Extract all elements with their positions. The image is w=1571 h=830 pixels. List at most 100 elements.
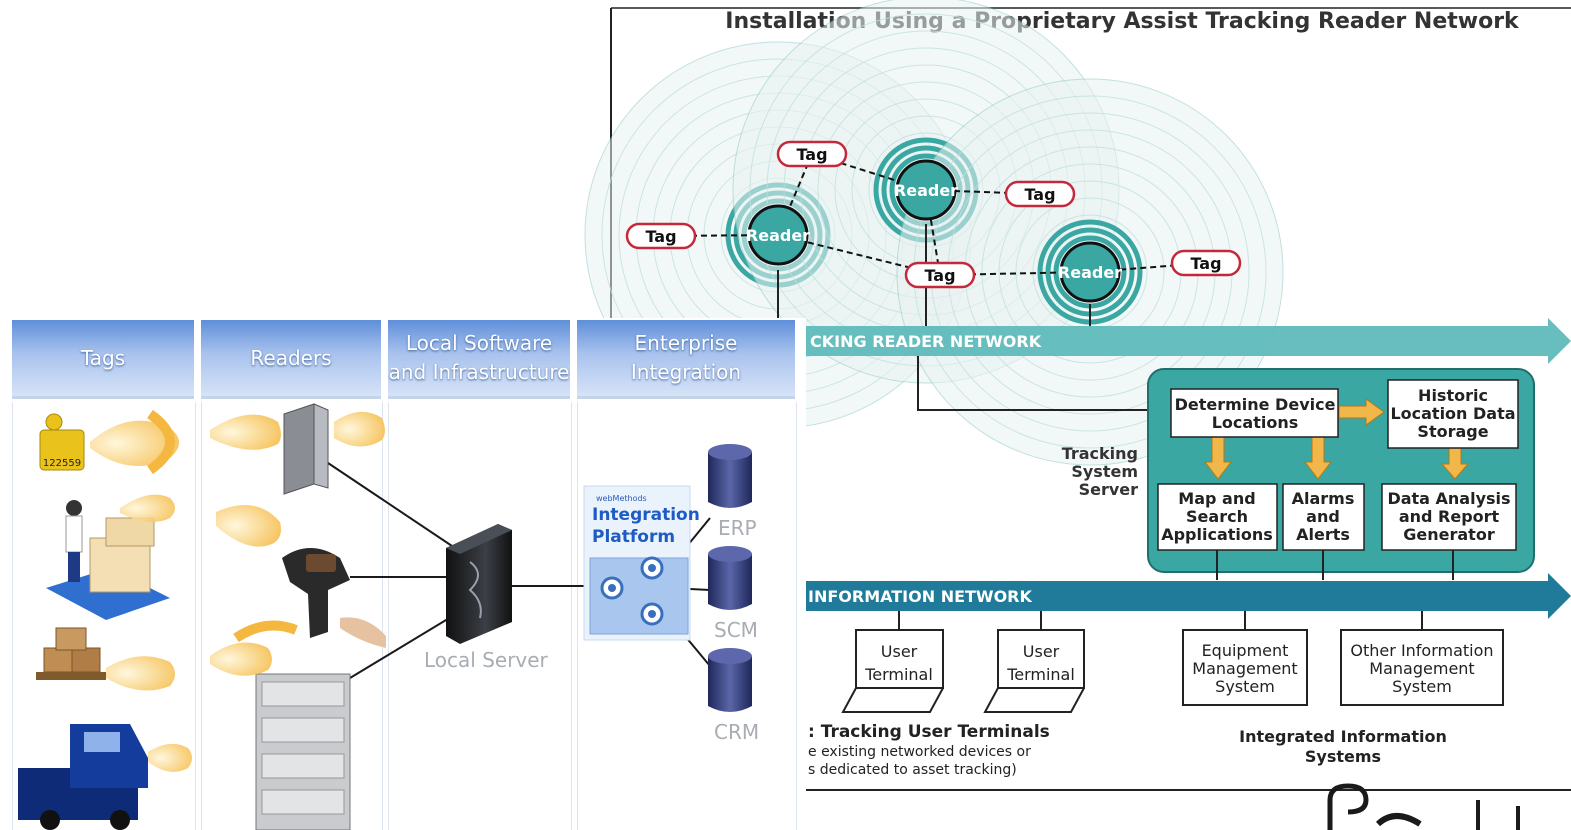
other-information-system: Other Information Management System (1340, 629, 1504, 706)
reader-circle-2 (895, 159, 957, 221)
user-terminal-1-line-2: Terminal (864, 665, 933, 684)
user-terminal-1: User Terminal (841, 629, 944, 713)
column-title-enterprise-1: Enterprise (634, 331, 738, 355)
tag-label-5: Tag (1190, 254, 1221, 273)
determine-locations-box (1170, 388, 1339, 438)
tracking-server-label: Tracking System Server (1062, 444, 1138, 499)
reader-network-label: CKING READER NETWORK (810, 332, 1042, 351)
tag-label-3: Tag (1024, 185, 1055, 204)
information-network-arrow (806, 573, 1571, 619)
tag-pill-2 (776, 140, 848, 168)
reader-label-3: Reader (1058, 263, 1122, 282)
tag-waves-1 (90, 409, 179, 475)
tag-pill-1 (625, 222, 697, 250)
equipment-line-2: Management (1192, 659, 1297, 678)
bottom-captions: : Tracking User Terminals e existing net… (808, 722, 1447, 778)
network-to-server-line (917, 356, 1150, 411)
integrated-caption-line-1: Integrated Information (1239, 727, 1447, 746)
arrow-to-map (1203, 436, 1233, 480)
tag-pill-5 (1170, 249, 1242, 277)
historic-line-1: Historic (1418, 386, 1488, 405)
worker-with-pallet (46, 494, 175, 620)
reader-circle-1 (747, 204, 809, 266)
yellow-ear-tag: 122559 (39, 413, 85, 471)
tag-label-1: Tag (645, 227, 676, 246)
integration-brand: webMethods (596, 494, 647, 503)
reader-node-1: Reader (746, 204, 810, 266)
other-system-line-2: Management (1369, 659, 1474, 678)
equipment-line-3: System (1215, 677, 1275, 696)
column-header-tags: Tags (12, 320, 194, 399)
column-title-local-software-2: and Infrastructure (388, 360, 570, 384)
other-system-line-1: Other Information (1350, 641, 1493, 660)
map-line-3: Applications (1161, 525, 1273, 544)
user-terminal-2-line-1: User (1023, 642, 1060, 661)
terminals-caption-title: : Tracking User Terminals (808, 722, 1050, 742)
arrow-to-analysis (1440, 447, 1470, 480)
tag-label-2: Tag (796, 145, 827, 164)
analysis-report-box (1381, 483, 1517, 551)
database-label-scm: SCM (714, 618, 758, 642)
handheld-scanner (216, 504, 386, 648)
tag-pill-4 (904, 261, 976, 289)
local-server-icon (446, 524, 512, 644)
shelf-reader (210, 620, 351, 830)
tag-node-3: Tag (1004, 180, 1076, 208)
terminals-caption-line-1: e existing networked devices or (808, 744, 1031, 760)
alarms-line-3: Alerts (1296, 525, 1350, 544)
column-header-readers: Readers (201, 320, 381, 399)
boxes-pallet (36, 627, 175, 691)
alarms-line-1: Alarms (1292, 489, 1355, 508)
integrated-caption-line-2: Systems (1305, 747, 1381, 766)
column-header-enterprise: Enterprise Integration (577, 320, 795, 399)
tag-label-4: Tag (924, 266, 955, 285)
map-line-1: Map and (1178, 489, 1255, 508)
analysis-line-1: Data Analysis (1387, 489, 1510, 508)
portal-reader (210, 403, 385, 495)
terminals-caption-line-2: s dedicated to asset tracking) (808, 762, 1017, 778)
rfid-illustration: 122559 (18, 403, 752, 830)
reader-label-1: Reader (746, 226, 810, 245)
reader-network-arrow (806, 318, 1571, 364)
determine-line-1: Determine Device (1175, 395, 1336, 414)
database-erp (708, 444, 752, 508)
user-terminals: User Terminal User Terminal Equipment Ma… (841, 629, 1504, 713)
server-process-boxes: Determine Device Locations Historic Loca… (1157, 379, 1519, 551)
database-label-crm: CRM (714, 720, 760, 744)
tag-node-1: Tag (625, 222, 697, 250)
analysis-line-3: Generator (1403, 525, 1495, 544)
alarms-line-2: and (1306, 507, 1340, 526)
reader-circle-3 (1059, 241, 1121, 303)
column-title-readers: Readers (250, 345, 332, 370)
equipment-management-system: Equipment Management System (1182, 629, 1308, 706)
column-header-local-software: Local Software and Infrastructure (388, 320, 570, 399)
user-terminal-2: User Terminal (983, 629, 1085, 713)
user-terminal-2-line-2: Terminal (1006, 665, 1075, 684)
user-terminal-1-line-1: User (881, 642, 918, 661)
tag-node-2: Tag (776, 140, 848, 168)
historic-line-2: Location Data (1390, 404, 1515, 423)
server-output-lines (1216, 550, 1454, 580)
integration-line-2: Platform (592, 527, 675, 547)
historic-line-3: Storage (1417, 422, 1488, 441)
column-title-local-software-1: Local Software (405, 331, 553, 355)
alarms-alerts-box (1282, 483, 1365, 551)
local-server-label: Local Server (424, 648, 548, 672)
database-label-erp: ERP (718, 516, 757, 540)
tag-reader-link-6 (777, 234, 941, 276)
determine-line-2: Locations (1212, 413, 1299, 432)
reader-node-2: Reader (894, 159, 958, 221)
column-title-enterprise-2: Integration (630, 360, 742, 384)
server-label-line-2: System (1071, 462, 1138, 481)
process-flow-arrows (1203, 398, 1470, 480)
ear-tag-number: 122559 (43, 458, 81, 469)
tag-node-5: Tag (1170, 249, 1242, 277)
reader-node-3: Reader (1058, 241, 1122, 303)
database-crm (708, 648, 752, 712)
arrow-to-alarms (1303, 436, 1333, 480)
rfid-architecture-panel: Tags Readers Local Software and Infrastr… (10, 318, 806, 830)
information-network-label: INFORMATION NETWORK (808, 587, 1032, 606)
